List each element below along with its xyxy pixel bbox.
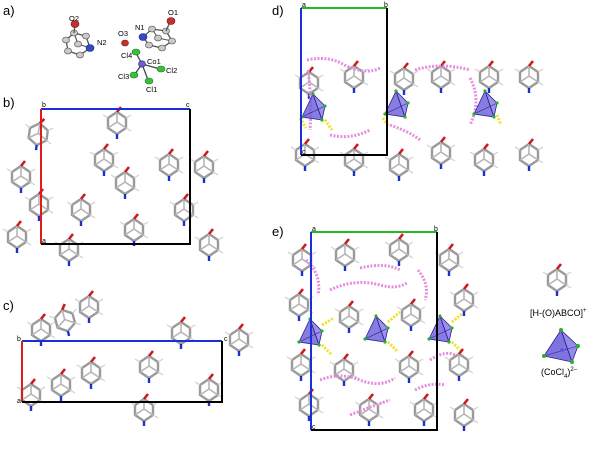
panel-b-letter-a: a [42,238,46,245]
panel-d-molecules [289,59,545,183]
panel-a-ortep: O2 N2 O3 N1 O1 Cl4 Co1 Cl3 Cl2 Cl1 [62,8,178,94]
panel-label-c: c) [3,298,14,313]
panel-e-unit-cell [311,232,438,431]
atom-label-o2: O2 [69,14,79,23]
panel-c-letter-a: a [17,398,21,405]
panel-e-letter-a: a [312,226,316,233]
panel-c-unit-cell [22,341,223,403]
legend-cation-name: [H-(O)ABCO] [530,308,583,318]
panel-b-origin-b: b [42,102,46,109]
atom-label-o1: O1 [168,8,178,17]
panel-e-letter-c: c [312,424,316,431]
cocl4-ortep [129,48,166,85]
panel-e-letter-b: b [434,226,438,233]
legend-tetrahedron-icon [542,328,580,364]
panel-b-packing: b c a [1,102,225,268]
atom-label-cl4: Cl4 [121,51,132,60]
cation-ortep-left [62,20,95,59]
panel-label-d: d) [272,3,284,18]
panel-d-letter-c: c [302,149,306,156]
legend-cation-label: [H-(O)ABCO]+ [530,308,587,318]
panel-label-e: e) [272,224,284,239]
panel-c-letter-c: c [224,336,228,343]
legend-anion-label: (CoCl4)2– [541,367,577,380]
atom-label-n2: N2 [97,38,107,47]
panel-b-letter-c: c [186,102,190,109]
panel-d-cocl4-3 [471,88,500,120]
legend-anion-subscript: 4 [564,373,568,380]
legend-anion-charge: 2– [570,367,578,373]
panel-d-cocl4-1 [299,91,328,123]
panel-d-packing: a b c [289,2,545,183]
panel-e-hbonds-pink [304,258,456,417]
panel-label-b: b) [3,95,15,110]
panel-d-letter-b: b [384,2,388,9]
panel-c-molecules [15,289,255,428]
panel-e-cocl4-3 [426,313,455,345]
legend-cation-icon [541,262,573,298]
panel-d-letter-a: a [302,2,306,9]
atom-label-o3: O3 [118,29,128,38]
panel-c-packing: b c a [15,289,255,428]
panel-e-packing: a b c [283,226,480,433]
panel-b-unit-cell [41,109,191,245]
panel-d-hbonds-pink [306,57,478,142]
panel-e-cocl4-2 [362,313,391,345]
atom-label-co1: Co1 [147,57,161,66]
panel-label-a: a) [3,3,15,18]
atom-label-n1: N1 [135,23,145,32]
panel-c-origin-b: b [17,336,21,343]
cation-ortep-right [138,17,176,52]
atom-label-cl2: Cl2 [166,66,177,75]
legend-cation-charge: + [583,308,587,314]
legend-anion-tail: ) [567,367,571,377]
legend-anion-name: (CoCl [541,367,565,377]
atom-label-cl3: Cl3 [118,72,129,81]
water-oxygen-o3 [121,39,129,47]
panel-e-hbonds-yellow [320,310,463,357]
atom-label-cl1: Cl1 [146,85,157,94]
panel-d-unit-cell [301,8,388,156]
